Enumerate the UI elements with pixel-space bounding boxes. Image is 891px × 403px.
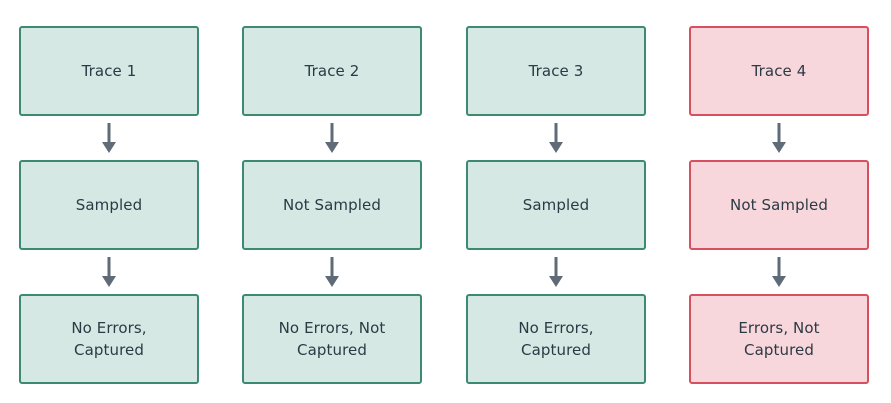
down-arrow-icon bbox=[322, 121, 342, 155]
trace-box: Trace 3 bbox=[466, 26, 646, 116]
down-arrow-icon bbox=[546, 255, 566, 289]
outcome-box: No Errors, Captured bbox=[19, 294, 199, 384]
down-arrow-icon bbox=[99, 255, 119, 289]
down-arrow-icon bbox=[322, 255, 342, 289]
outcome-box: No Errors, Captured bbox=[466, 294, 646, 384]
sampling-box: Sampled bbox=[19, 160, 199, 250]
sampling-box: Sampled bbox=[466, 160, 646, 250]
down-arrow-icon bbox=[99, 121, 119, 155]
outcome-box: Errors, Not Captured bbox=[689, 294, 869, 384]
outcome-box: No Errors, Not Captured bbox=[242, 294, 422, 384]
down-arrow-icon bbox=[769, 255, 789, 289]
trace-column-2: Trace 2 Not Sampled No Errors, Not Captu… bbox=[242, 0, 422, 403]
trace-column-3: Trace 3 Sampled No Errors, Captured bbox=[466, 0, 646, 403]
sampling-box: Not Sampled bbox=[242, 160, 422, 250]
sampling-box: Not Sampled bbox=[689, 160, 869, 250]
down-arrow-icon bbox=[546, 121, 566, 155]
down-arrow-icon bbox=[769, 121, 789, 155]
trace-column-1: Trace 1 Sampled No Errors, Captured bbox=[19, 0, 199, 403]
trace-column-4: Trace 4 Not Sampled Errors, Not Captured bbox=[689, 0, 869, 403]
trace-box: Trace 4 bbox=[689, 26, 869, 116]
trace-box: Trace 2 bbox=[242, 26, 422, 116]
trace-box: Trace 1 bbox=[19, 26, 199, 116]
